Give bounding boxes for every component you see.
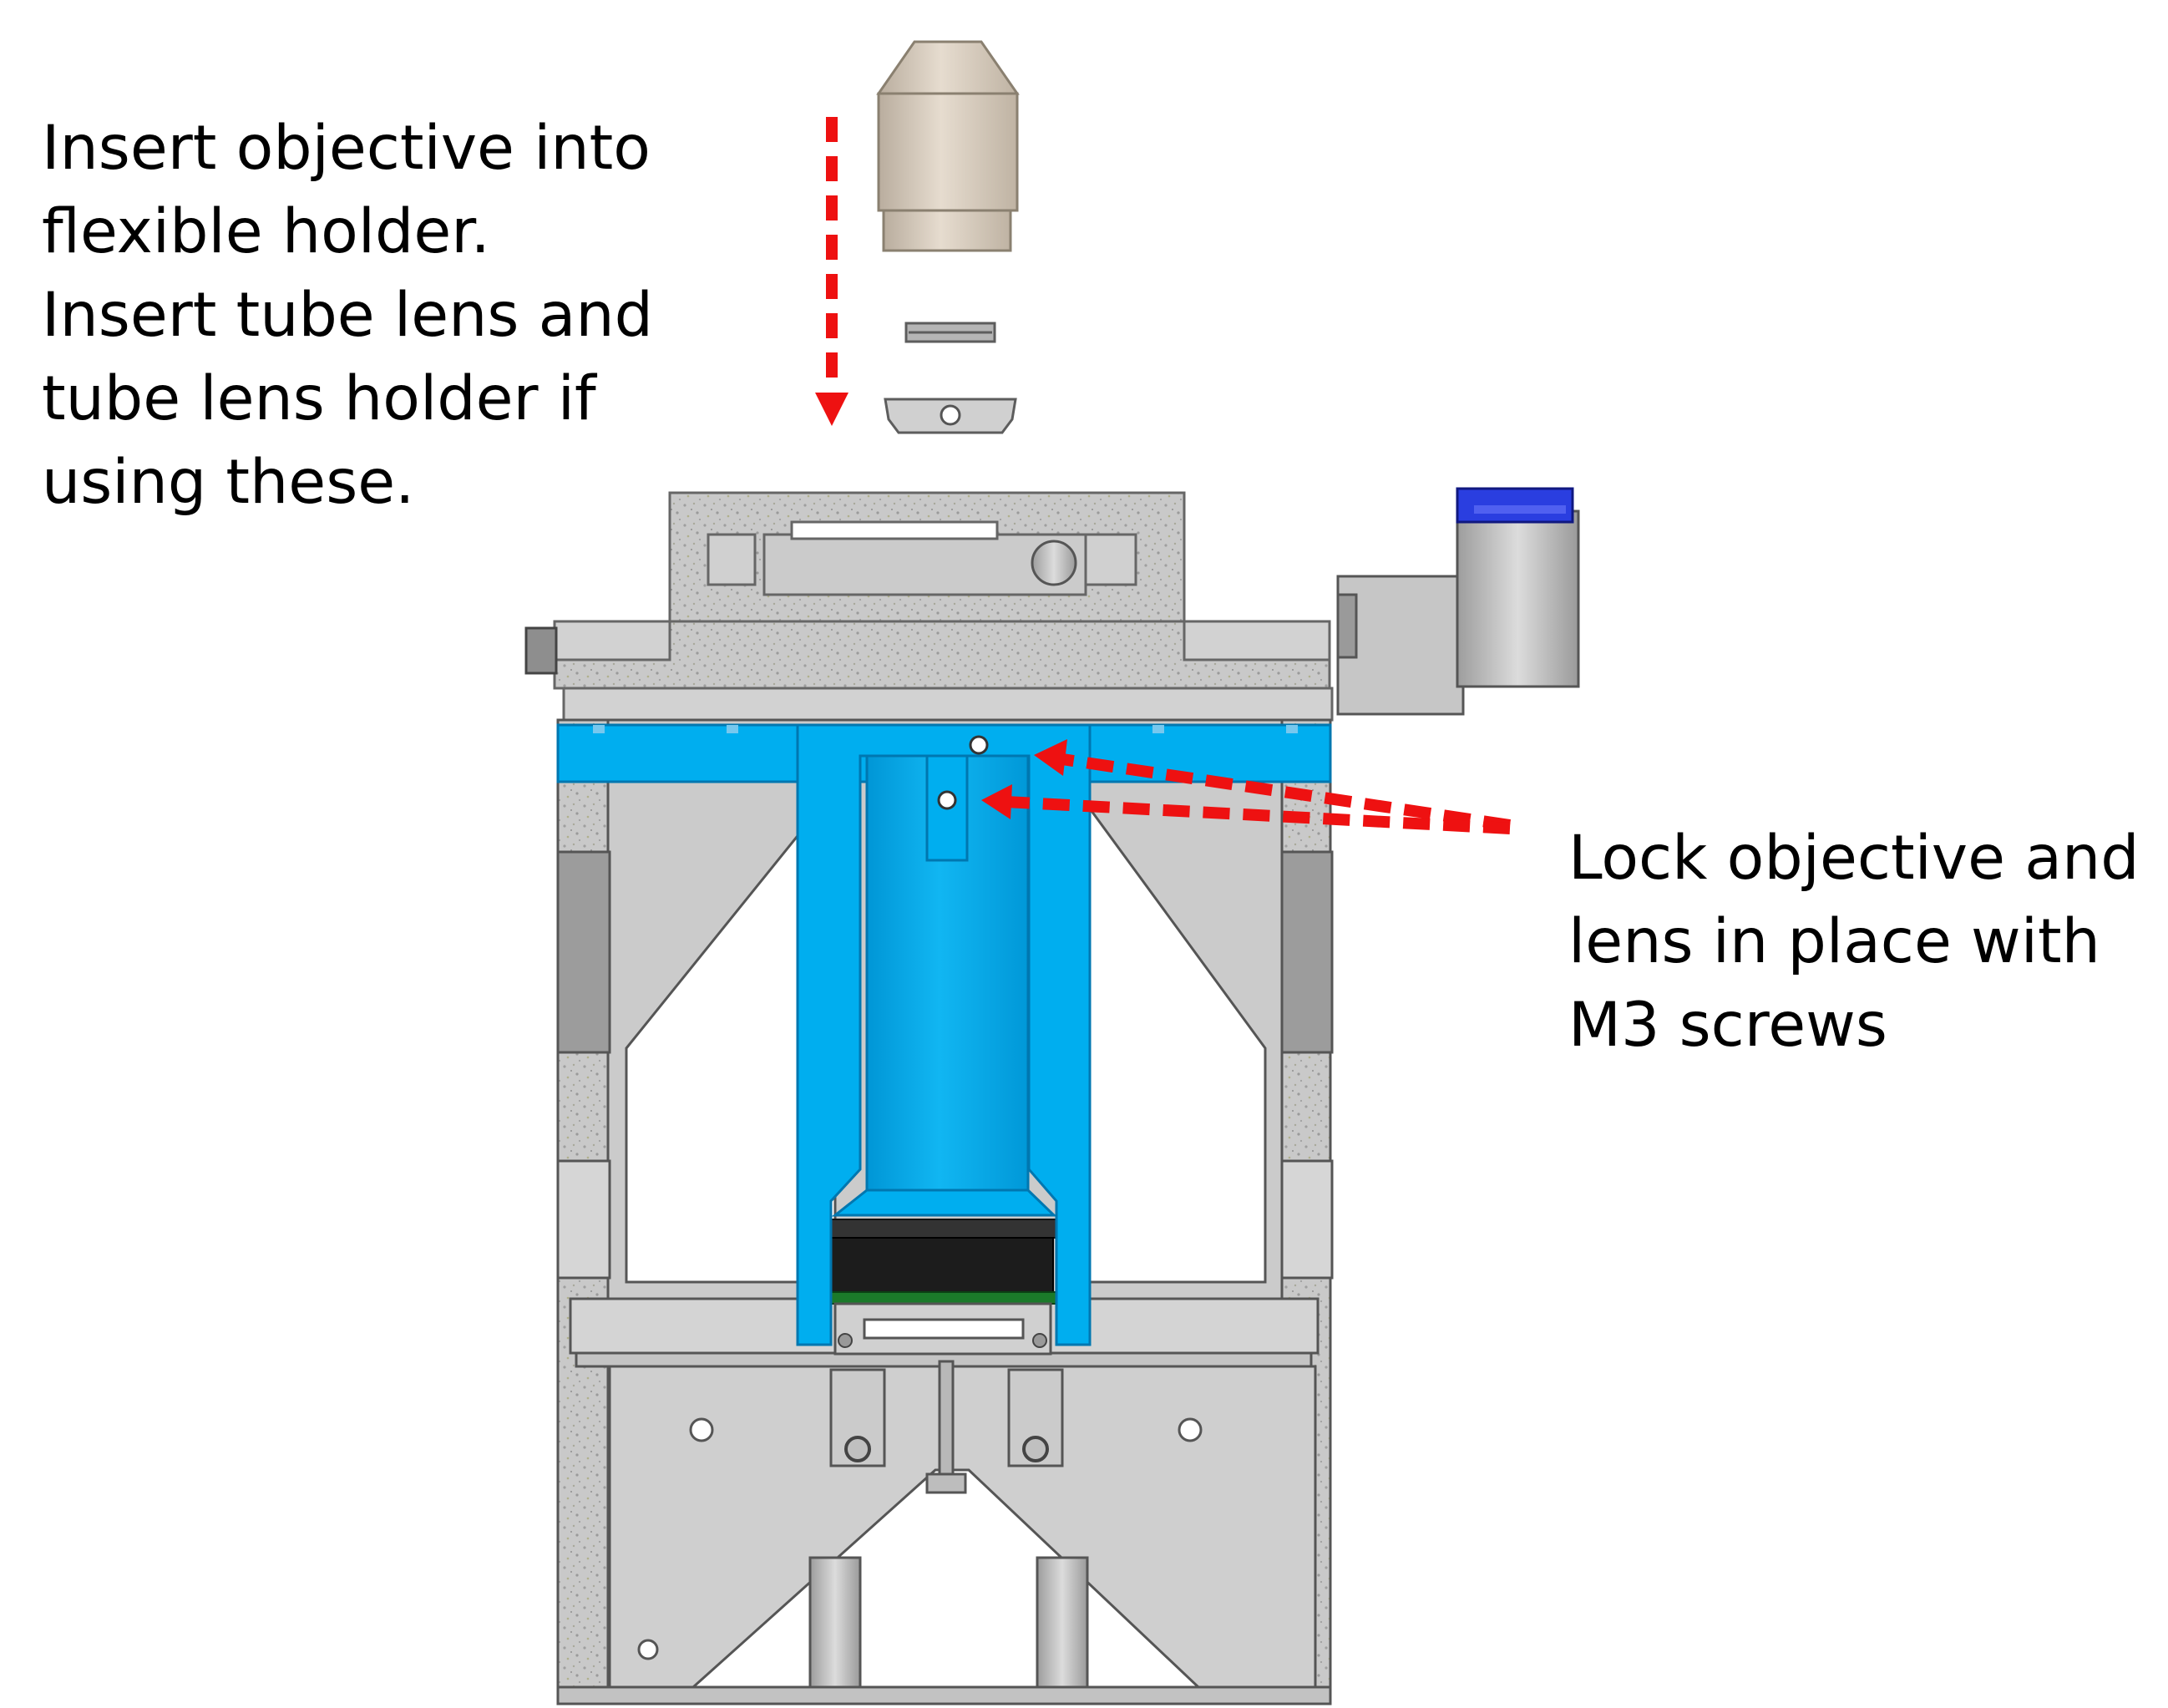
focus-motor <box>1336 487 1580 716</box>
stage-top <box>524 491 1334 722</box>
objective-holder <box>556 723 1332 1346</box>
lock-arrows <box>981 739 1512 834</box>
insert-arrow <box>815 117 848 426</box>
lock-caption-line: Lock objective and <box>1568 823 2140 894</box>
camera-sensor <box>822 1219 1066 1356</box>
tube-lens <box>904 322 996 343</box>
insert-caption-line: flexible holder. <box>42 196 490 267</box>
lock-caption-line: M3 screws <box>1568 990 1887 1061</box>
tube-lens-holder <box>884 398 1017 434</box>
lock-caption: Lock objective and lens in place with M3… <box>1568 817 2140 1067</box>
insert-caption-line: tube lens holder if <box>42 363 596 434</box>
insert-caption-line: using these. <box>42 447 415 518</box>
objective-lens <box>876 40 1020 252</box>
insert-caption: Insert objective into flexible holder. I… <box>42 107 653 525</box>
insert-caption-line: Insert objective into <box>42 113 651 184</box>
insert-caption-line: Insert tube lens and <box>42 280 653 351</box>
frame-body <box>556 718 1334 1705</box>
lock-caption-line: lens in place with <box>1568 906 2100 977</box>
